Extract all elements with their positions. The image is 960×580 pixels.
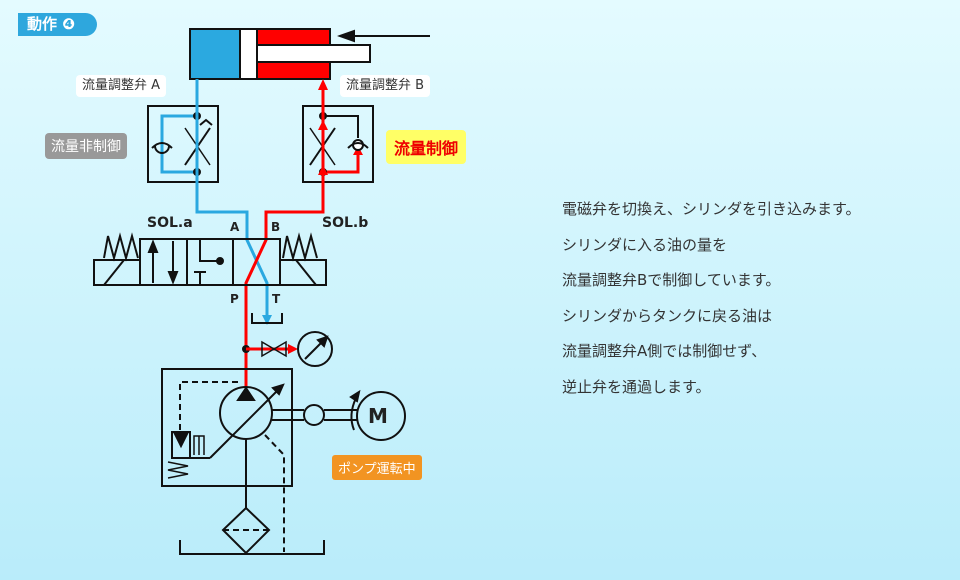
flow-control-valve-b: [302, 105, 374, 183]
port-b-label: B: [271, 220, 281, 234]
description-line: シリンダに入る油の量を: [562, 235, 728, 254]
port-a-label: A: [230, 220, 240, 234]
description: 電磁弁を切換え、シリンダを引き込みます。 シリンダに入る油の量を 流量調整弁Bで…: [562, 192, 861, 406]
description-line: 電磁弁を切換え、シリンダを引き込みます。: [562, 200, 861, 218]
description-line: 逆止弁を通過します。: [562, 377, 711, 396]
description-line: 流量調整弁A側では制御せず、: [562, 342, 767, 361]
flow-valve-b-label: 流量調整弁 B: [340, 75, 431, 97]
pressure-gauge: [242, 331, 333, 367]
motor-label: M: [368, 404, 388, 428]
tank-return: [251, 313, 283, 324]
port-t-label: T: [272, 292, 281, 306]
flow-control-valve-a: [147, 105, 219, 183]
sol-a-label: SOL.a: [147, 215, 193, 231]
step-badge: 動作 ❹: [18, 13, 97, 36]
step-title: 動作: [27, 15, 58, 33]
description-line: シリンダからタンクに戻る油は: [562, 306, 773, 325]
pump-running-badge: ポンプ運転中: [332, 455, 422, 480]
return-line: [195, 79, 269, 318]
controlled-badge: 流量制御: [386, 130, 467, 164]
flow-valve-a-label: 流量調整弁 A: [76, 75, 167, 97]
pump-unit: [161, 368, 406, 555]
uncontrolled-badge: 流量非制御: [45, 133, 127, 159]
directional-valve: [93, 232, 327, 286]
cylinder: [189, 28, 430, 80]
step-number: ❹: [62, 15, 75, 33]
description-line: 流量調整弁Bで制御しています。: [562, 271, 781, 290]
port-p-label: P: [230, 292, 239, 306]
pressure-line: [244, 90, 325, 388]
sol-b-label: SOL.b: [322, 215, 369, 231]
